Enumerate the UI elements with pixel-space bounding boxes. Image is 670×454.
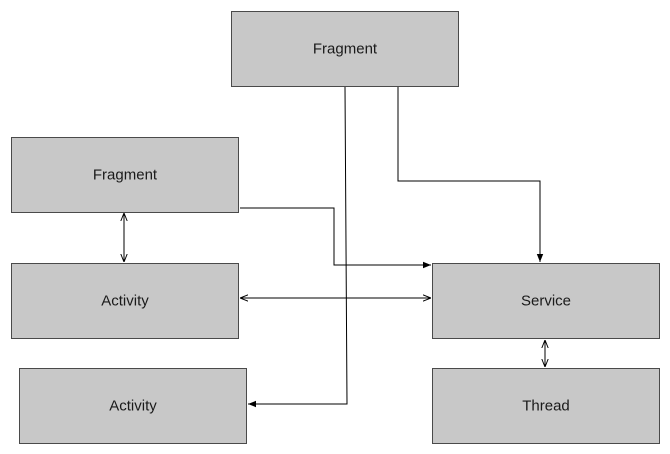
node-service: Service (432, 263, 660, 339)
node-activity-bottom-label: Activity (109, 398, 157, 415)
node-fragment-left: Fragment (11, 137, 239, 213)
edge-fragment-top-to-activity-bottom (248, 86, 348, 408)
edge-fragment-left-to-service (240, 207, 431, 269)
node-fragment-left-label: Fragment (93, 167, 158, 184)
node-service-label: Service (521, 293, 571, 310)
node-thread: Thread (432, 368, 660, 444)
node-thread-label: Thread (522, 398, 570, 415)
node-activity-bottom: Activity (19, 368, 247, 444)
node-activity-middle-label: Activity (101, 293, 149, 310)
node-fragment-top-label: Fragment (313, 41, 378, 58)
node-activity-middle: Activity (11, 263, 239, 339)
edge-fragment-top-to-service (397, 87, 544, 262)
node-fragment-top: Fragment (231, 11, 459, 87)
